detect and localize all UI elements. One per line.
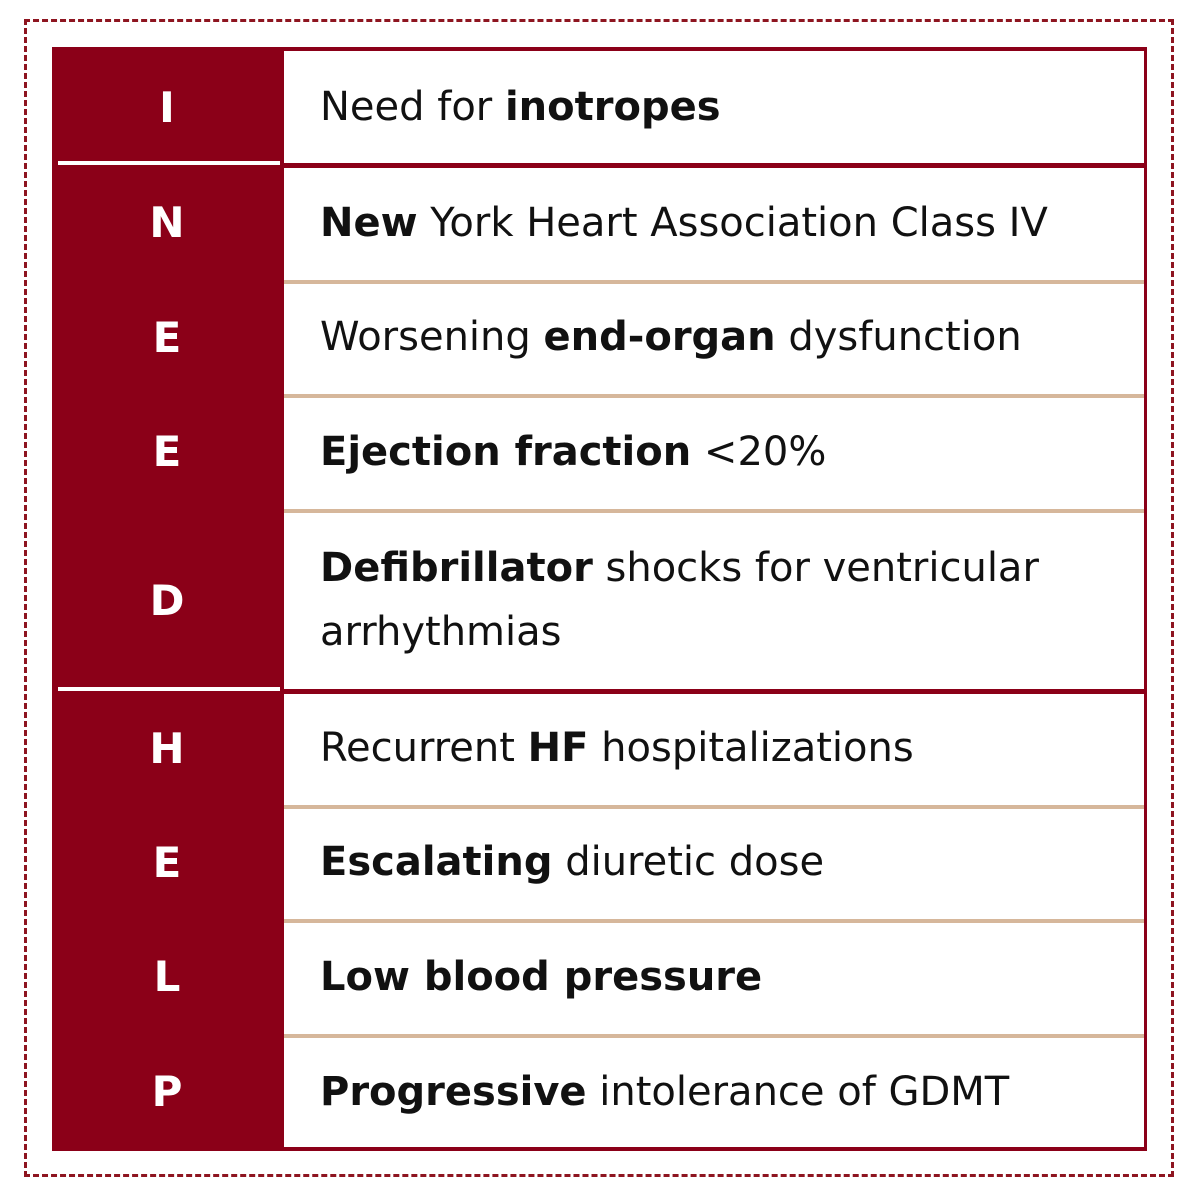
- dashed-border-frame: [24, 19, 1174, 1177]
- criterion-text: Defibrillator shocks for ventricular arr…: [320, 536, 1124, 664]
- criterion-keyword: inotropes: [504, 84, 721, 130]
- group-separator: [284, 689, 1144, 694]
- criterion-row: Recurrent HF hospitalizations: [284, 693, 1144, 803]
- criterion-phrase: Need for: [320, 84, 505, 130]
- criterion-keyword: Low blood pressure: [320, 953, 763, 1000]
- criterion-row: Low blood pressure: [284, 921, 1144, 1032]
- criterion-text: New York Heart Association Class IV: [320, 191, 1048, 255]
- criterion-phrase: shocks for ventricular arrhythmias: [320, 545, 1039, 655]
- mnemonic-letter: D: [149, 575, 185, 625]
- criterion-row: New York Heart Association Class IV: [284, 167, 1144, 278]
- row-separator: [284, 280, 1144, 284]
- criterion-keyword: Escalating: [320, 839, 553, 885]
- criterion-text: Recurrent HF hospitalizations: [320, 716, 914, 780]
- criterion-text: Low blood pressure: [320, 945, 762, 1009]
- criterion-phrase: <20%: [691, 428, 827, 475]
- criterion-phrase: intolerance of GDMT: [586, 1068, 1010, 1115]
- criterion-phrase: dysfunction: [775, 314, 1022, 360]
- letter-group-divider: [58, 161, 280, 165]
- criterion-text: Worsening end-organ dysfunction: [320, 305, 1022, 369]
- criterion-keyword: New: [320, 199, 418, 246]
- criterion-text: Escalating diuretic dose: [320, 830, 824, 894]
- row-separator: [284, 919, 1144, 923]
- criterion-keyword: Defibrillator: [320, 545, 593, 591]
- mnemonic-letter: I: [159, 82, 175, 132]
- criterion-row: Defibrillator shocks for ventricular arr…: [284, 511, 1144, 689]
- criterion-keyword: Ejection fraction: [320, 428, 692, 475]
- criterion-text: Progressive intolerance of GDMT: [320, 1060, 1009, 1124]
- group-separator: [284, 163, 1144, 168]
- criterion-row: Ejection fraction <20%: [284, 396, 1144, 507]
- criterion-keyword: end-organ: [543, 314, 776, 360]
- row-separator: [284, 1034, 1144, 1038]
- criterion-row: Need for inotropes: [284, 51, 1144, 163]
- mnemonic-letter: N: [149, 198, 185, 247]
- criterion-phrase: Worsening: [320, 314, 544, 360]
- criterion-phrase: Recurrent: [320, 725, 528, 771]
- mnemonic-letter: E: [152, 427, 182, 476]
- criterion-keyword: HF: [527, 725, 589, 771]
- criterion-phrase: diuretic dose: [552, 839, 825, 885]
- mnemonic-letter: P: [151, 1067, 183, 1116]
- row-separator: [284, 509, 1144, 513]
- criterion-row: Worsening end-organ dysfunction: [284, 282, 1144, 392]
- criterion-row: Escalating diuretic dose: [284, 807, 1144, 917]
- criterion-row: Progressive intolerance of GDMT: [284, 1036, 1144, 1147]
- letter-group-divider: [58, 687, 280, 691]
- mnemonic-letter: E: [152, 312, 182, 362]
- criterion-text: Need for inotropes: [320, 75, 721, 139]
- mnemonic-letter: L: [153, 952, 181, 1001]
- criterion-keyword: Progressive: [320, 1068, 587, 1115]
- letter-column: I N E E D H E L P: [52, 47, 282, 1151]
- mnemonic-letter: H: [149, 723, 185, 773]
- criterion-phrase: hospitalizations: [588, 725, 914, 771]
- criterion-phrase: York Heart Association Class IV: [417, 199, 1048, 246]
- criterion-text: Ejection fraction <20%: [320, 420, 826, 484]
- row-separator: [284, 805, 1144, 809]
- row-separator: [284, 394, 1144, 398]
- mnemonic-letter: E: [152, 837, 182, 887]
